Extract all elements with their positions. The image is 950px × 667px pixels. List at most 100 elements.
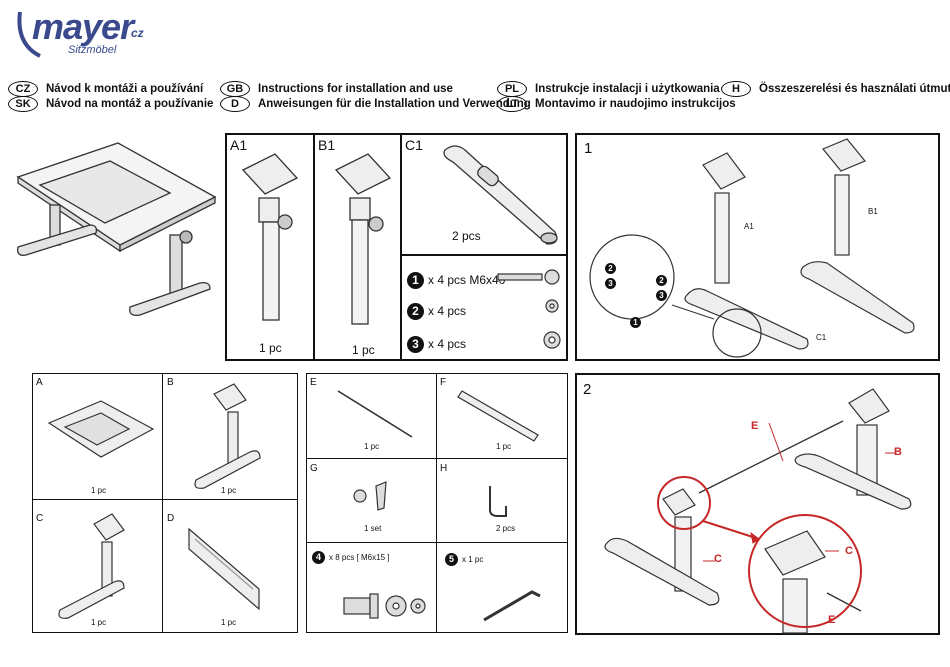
bar-f-drawing — [457, 390, 539, 442]
hardware-text: x 4 pcs — [428, 304, 467, 318]
divider — [400, 133, 402, 361]
part-f-count: 1 pc — [496, 442, 512, 451]
callout: 2 — [656, 270, 671, 288]
part-g-count: 1 set — [364, 524, 382, 533]
callout: 1 — [630, 312, 645, 330]
step-2-panel — [575, 373, 940, 635]
divider — [32, 499, 298, 500]
hardware-2: 2 x 4 pcs — [407, 303, 466, 320]
lang-cz: CZ Návod k montáži a používání — [8, 81, 203, 97]
step-1-drawing — [589, 138, 915, 358]
lang-text: Montavimo ir naudojimo instrukcijos — [535, 98, 736, 111]
screw-4-drawing — [343, 593, 426, 619]
part-c1-label: C1 — [405, 137, 423, 153]
hardware-text: x 8 pcs [ M6x15 ] — [329, 553, 390, 562]
desk-illustration — [16, 142, 217, 316]
step-2-zoom-label-c: C — [845, 545, 853, 557]
part-b-count: 1 pc — [221, 486, 237, 495]
allen-key-5-drawing — [483, 590, 541, 622]
hardware-number: 1 — [407, 272, 424, 289]
hardware-5: 5 x 1 pc — [445, 553, 483, 566]
divider — [313, 133, 315, 361]
part-d-count: 1 pc — [221, 618, 237, 627]
step-1-number: 1 — [584, 140, 593, 157]
hook-g-drawing — [353, 481, 387, 511]
leg-b1-drawing — [334, 153, 392, 325]
step-2-number: 2 — [583, 381, 592, 398]
callout: 2 — [605, 258, 620, 276]
rod-e-drawing — [337, 390, 413, 438]
brand-tagline: Sitzmöbel — [68, 44, 117, 56]
part-e-count: 1 pc — [364, 442, 380, 451]
leg-b-drawing — [194, 383, 261, 489]
step-2-label-b: B — [894, 446, 902, 458]
hook-h-drawing — [489, 486, 507, 517]
hardware-number: 4 — [312, 551, 325, 564]
step-2-label-c: C — [714, 553, 722, 565]
divider — [306, 458, 568, 459]
lang-code: CZ — [8, 81, 38, 97]
divider — [400, 254, 568, 256]
lang-text: Összeszerelési és használati útmutató — [759, 83, 950, 96]
step-1-label-a1: A1 — [744, 222, 754, 231]
brand-name: mayer — [32, 6, 134, 47]
lang-gb: GB Instructions for installation and use — [220, 81, 453, 97]
part-b-label: B — [167, 377, 174, 388]
parts-panel-bottom-middle — [306, 373, 568, 633]
step-2-label-e: E — [751, 420, 759, 432]
lang-code: SK — [8, 96, 38, 112]
lang-code: D — [220, 96, 250, 112]
part-g-label: G — [310, 463, 318, 474]
part-a1-label: A1 — [230, 137, 248, 153]
divider — [162, 373, 163, 633]
lang-lt: LT Montavimo ir naudojimo instrukcijos — [497, 96, 736, 112]
part-c-count: 1 pc — [91, 618, 107, 627]
lang-code: LT — [497, 96, 527, 112]
hardware-drawings — [497, 269, 561, 349]
leg-a1-drawing — [241, 153, 299, 321]
lang-text: Instrukcje instalacji i użytkowania — [535, 83, 720, 96]
part-b1-count: 1 pc — [352, 343, 375, 357]
lang-pl: PL Instrukcje instalacji i użytkowania — [497, 81, 720, 97]
foot-c1-drawing — [443, 145, 558, 245]
step-1-label-c1: C1 — [816, 333, 827, 342]
lang-h: H Összeszerelési és használati útmutató — [721, 81, 950, 97]
lang-text: Návod na montáž a používanie — [46, 98, 214, 111]
part-a1-count: 1 pc — [259, 341, 282, 355]
step-2-zoom-label-e: E — [828, 614, 836, 626]
lang-code: H — [721, 81, 751, 97]
part-c1-count: 2 pcs — [452, 229, 481, 243]
lang-text: Instructions for installation and use — [258, 83, 453, 96]
hardware-3: 3 x 4 pcs — [407, 336, 466, 353]
hardware-number: 2 — [407, 303, 424, 320]
part-a-label: A — [36, 377, 43, 388]
callout: 3 — [605, 273, 620, 291]
part-b1-label: B1 — [318, 137, 336, 153]
part-a-count: 1 pc — [91, 486, 107, 495]
part-h-label: H — [440, 463, 448, 474]
leg-c-drawing — [58, 513, 125, 619]
hardware-text: x 4 pcs M6x40 — [428, 273, 506, 287]
brand-suffix: cz — [131, 26, 144, 40]
panel-d-drawing — [188, 527, 260, 611]
logo-swoosh — [17, 11, 41, 58]
lang-code: PL — [497, 81, 527, 97]
step-2-drawing — [604, 388, 912, 634]
lang-sk: SK Návod na montáž a používanie — [8, 96, 213, 112]
part-h-count: 2 pcs — [496, 524, 516, 533]
hardware-text: x 1 pc — [462, 555, 484, 564]
desktop-a-drawing — [47, 400, 155, 458]
part-e-label: E — [310, 377, 317, 388]
divider — [436, 373, 437, 633]
part-d-label: D — [167, 513, 175, 524]
hardware-text: x 4 pcs — [428, 337, 467, 351]
lang-text: Anweisungen für die Installation und Ver… — [258, 98, 531, 111]
hardware-number: 5 — [445, 553, 458, 566]
part-f-label: F — [440, 377, 447, 388]
lang-text: Návod k montáži a používání — [46, 83, 204, 96]
lang-d: D Anweisungen für die Installation und Ve… — [220, 96, 531, 112]
part-c-label: C — [36, 513, 44, 524]
lang-code: GB — [220, 81, 250, 97]
hardware-number: 3 — [407, 336, 424, 353]
hardware-4: 4 x 8 pcs [ M6x15 ] — [312, 551, 389, 564]
